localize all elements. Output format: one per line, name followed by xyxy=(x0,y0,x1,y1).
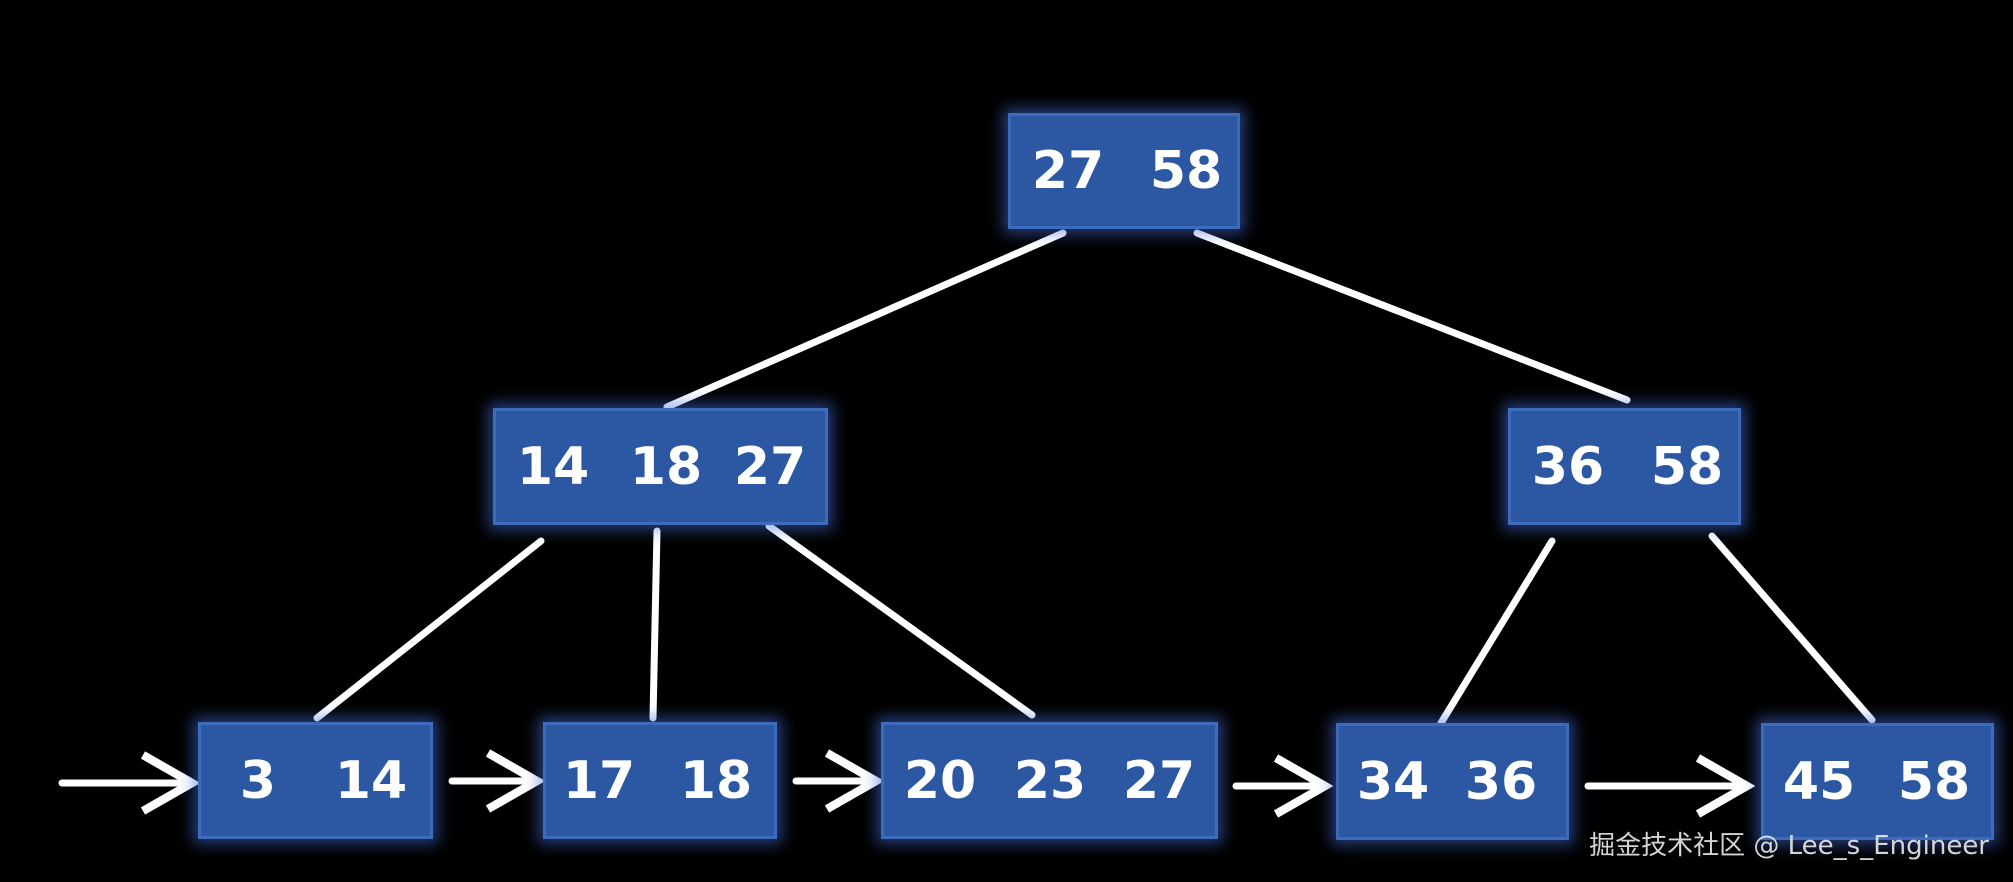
leaf-node: 20 23 27 xyxy=(881,722,1218,839)
internal-node: 36 58 xyxy=(1508,408,1741,525)
tree-edge xyxy=(1708,532,1876,724)
node-key: 23 xyxy=(1013,750,1087,811)
tree-edge xyxy=(1437,537,1556,727)
node-key: 3 xyxy=(239,750,277,811)
node-key: 36 xyxy=(1464,751,1538,812)
leaf-node: 45 58 xyxy=(1761,723,1994,840)
watermark: 掘金技术社区 @ Lee_s_Engineer xyxy=(1589,831,1989,861)
tree-edge xyxy=(1193,229,1631,404)
tree-edge xyxy=(765,522,1036,719)
leaf-node: 34 36 xyxy=(1336,723,1569,840)
node-key: 58 xyxy=(1897,751,1971,812)
leaf-node: 17 18 xyxy=(543,722,777,839)
node-key: 18 xyxy=(679,750,753,811)
node-key: 58 xyxy=(1650,436,1724,497)
node-key: 14 xyxy=(516,436,590,497)
tree-edge xyxy=(649,527,661,722)
tree-edge xyxy=(313,537,545,722)
tree-edge xyxy=(663,229,1067,411)
node-key: 14 xyxy=(334,750,408,811)
node-key: 45 xyxy=(1782,751,1856,812)
node-key: 18 xyxy=(629,436,703,497)
node-key: 58 xyxy=(1149,141,1223,201)
internal-node: 14 18 27 xyxy=(493,408,828,525)
root-node: 27 58 xyxy=(1008,113,1240,229)
leaf-node: 3 14 xyxy=(198,722,433,839)
node-key: 17 xyxy=(562,750,636,811)
node-key: 36 xyxy=(1531,436,1605,497)
node-key: 20 xyxy=(903,750,977,811)
node-key: 27 xyxy=(1122,750,1196,811)
node-key: 27 xyxy=(733,436,807,497)
node-key: 27 xyxy=(1031,141,1105,201)
node-key: 34 xyxy=(1356,751,1430,812)
